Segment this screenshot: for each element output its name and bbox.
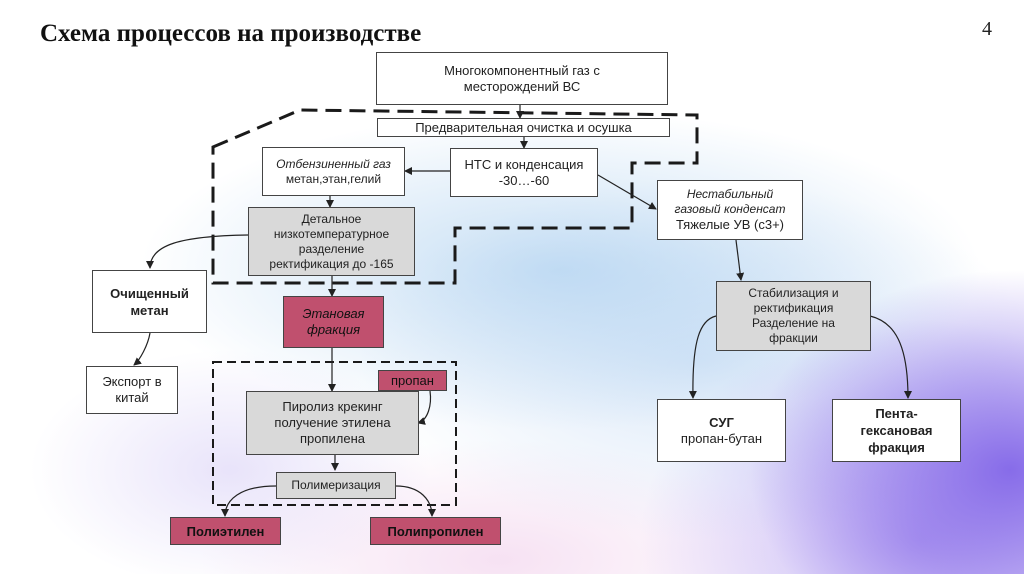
node-propane: пропан (378, 370, 447, 391)
arrow-propane-to-pyrolysis (417, 390, 432, 425)
arrow-stabilization-to-lpg (688, 315, 717, 399)
arrow-methane-to-export (133, 332, 151, 366)
node-gas-source: Многокомпонентный газ с месторождений ВС (376, 52, 668, 105)
node-pretreatment: Предварительная очистка и осушка (377, 118, 670, 137)
node-pyrolysis-cracking: Пиролиз крекинг получение этилена пропил… (246, 391, 419, 455)
node-polymerization: Полимеризация (276, 472, 396, 499)
node-purified-methane: Очищенный метан (92, 270, 207, 333)
node-stabilization: Стабилизация и ректификация Разделение н… (716, 281, 871, 351)
node-polypropylene: Полипропилен (370, 517, 501, 545)
lpg-title: СУГ (709, 415, 734, 430)
arrow-nts-to-condensate (597, 174, 657, 210)
debenz-subtitle: метан,этан,гелий (285, 171, 382, 186)
arrow-detailed-to-methane (146, 234, 249, 269)
node-lpg: СУГ пропан-бутан (657, 399, 786, 462)
page-number: 4 (982, 18, 992, 40)
arrow-condensate-to-stabilization (735, 239, 745, 281)
node-export-china: Экспорт в китай (86, 366, 178, 414)
node-debenzinated-gas: Отбензиненный газ метан,этан,гелий (262, 147, 405, 196)
node-ethane-fraction: Этановая фракция (283, 296, 384, 348)
page-title: Схема процессов на производстве (40, 20, 422, 47)
node-unstable-condensate: Нестабильный газовый конденсат Тяжелые У… (657, 180, 803, 240)
node-detailed-separation: Детальное низкотемпературное разделение … (248, 207, 415, 276)
lpg-subtitle: пропан-бутан (680, 431, 763, 446)
node-nts-condensation: НТС и конденсация -30…-60 (450, 148, 598, 197)
debenz-title: Отбензиненный газ (276, 156, 391, 171)
arrow-polymer-to-polypropylene (395, 485, 436, 517)
node-penta-hexane: Пента- гексановая фракция (832, 399, 961, 462)
dashed-region-petrochem (212, 361, 457, 506)
node-polyethylene: Полиэтилен (170, 517, 281, 545)
condensate-title: Нестабильный газовый конденсат (674, 187, 786, 216)
arrow-stabilization-to-penta (869, 315, 912, 399)
condensate-subtitle: Тяжелые УВ (с3+) (675, 217, 785, 232)
arrow-polymer-to-polyethylene (221, 485, 277, 517)
